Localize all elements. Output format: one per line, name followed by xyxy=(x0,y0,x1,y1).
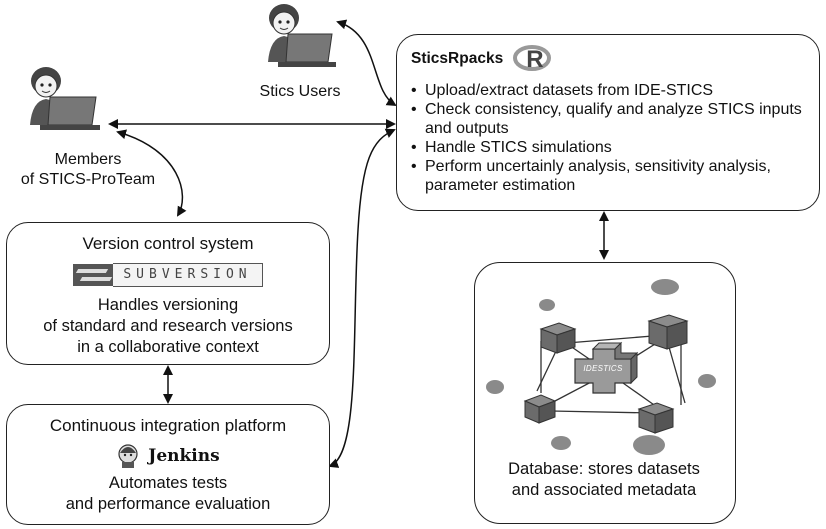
members-line1: Members xyxy=(54,151,122,168)
user-avatar-icon xyxy=(268,4,336,67)
idestics-hub-icon xyxy=(574,341,639,394)
ci-platform-description: Automates tests and performance evaluati… xyxy=(7,473,329,515)
jenkins-logo: Jenkins xyxy=(7,443,329,469)
desc-line: Automates tests xyxy=(108,474,228,492)
version-control-title: Version control system xyxy=(82,234,254,253)
server-cube-icon xyxy=(523,394,557,424)
desc-line: and performance evaluation xyxy=(65,495,271,513)
node-ellipse xyxy=(698,374,716,388)
server-cube-icon xyxy=(539,322,577,354)
database-box: IDESTICS Database: stores datasets and a… xyxy=(474,262,736,524)
desc-line: and associated metadata xyxy=(511,481,697,499)
feature-item: Upload/extract datasets from IDE-STICS xyxy=(411,81,807,100)
subversion-mark-icon xyxy=(73,264,114,286)
arrow-ci-to-sticsrpacks xyxy=(328,128,396,468)
members-label: Members of STICS-ProTeam xyxy=(18,150,158,190)
node-ellipse xyxy=(486,380,504,394)
server-cube-icon xyxy=(637,402,675,434)
node-ellipse xyxy=(651,279,679,295)
arrow-users-to-sticsrpacks xyxy=(336,19,397,107)
server-cube-icon xyxy=(647,314,689,350)
stics-users-label: Stics Users xyxy=(259,83,341,100)
member-avatar-icon xyxy=(30,67,100,130)
sticsrpacks-title: SticsRpacks xyxy=(411,50,504,67)
arrow-members-to-version-control xyxy=(116,129,187,217)
version-control-description: Handles versioning of standard and resea… xyxy=(7,295,329,358)
node-ellipse xyxy=(633,435,665,455)
desc-line: in a collaborative context xyxy=(77,338,259,356)
desc-line: Handles versioning xyxy=(97,296,239,314)
sticsrpacks-box: SticsRpacks R Upload/extract datasets fr… xyxy=(396,34,820,211)
database-network-illustration xyxy=(486,279,716,455)
jenkins-butler-icon xyxy=(118,444,138,468)
subversion-logo: SUBVERSION xyxy=(7,263,329,287)
database-description: Database: stores datasets and associated… xyxy=(475,459,733,501)
subversion-logo-text: SUBVERSION xyxy=(113,263,263,287)
node-ellipse xyxy=(539,299,555,311)
jenkins-logo-text: Jenkins xyxy=(148,446,220,466)
feature-item: Perform uncertainly analysis, sensitivit… xyxy=(411,157,807,195)
ci-platform-box: Continuous integration platform Jenkins … xyxy=(6,404,330,525)
node-ellipse xyxy=(551,436,571,450)
members-line2: of STICS-ProTeam xyxy=(20,171,156,188)
version-control-box: Version control system SUBVERSION Handle… xyxy=(6,222,330,365)
ci-platform-title: Continuous integration platform xyxy=(49,416,287,435)
r-logo-icon: R xyxy=(513,45,552,73)
desc-line: of standard and research versions xyxy=(43,317,293,335)
feature-item: Handle STICS simulations xyxy=(411,138,807,157)
desc-line: Database: stores datasets xyxy=(508,460,700,478)
feature-item: Check consistency, qualify and analyze S… xyxy=(411,100,807,138)
sticsrpacks-feature-list: Upload/extract datasets from IDE-STICS C… xyxy=(411,81,807,195)
idestics-hub-label: IDESTICS xyxy=(583,364,623,373)
